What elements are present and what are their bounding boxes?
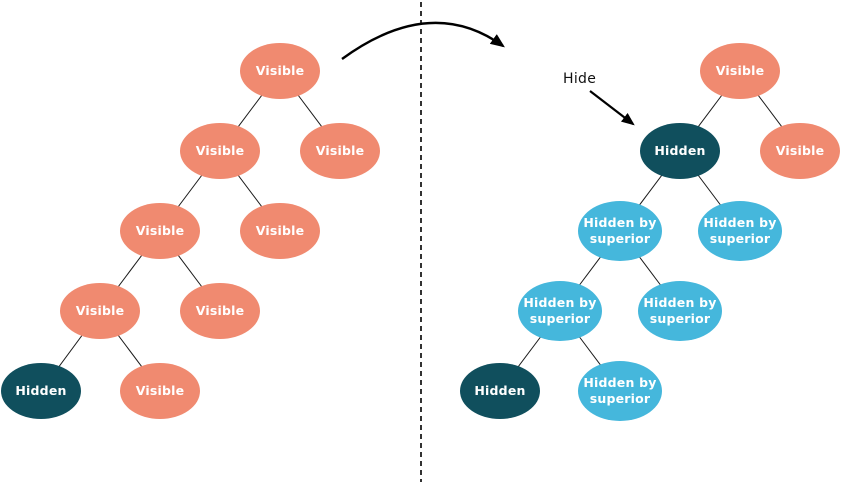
node-label-line: superior	[589, 391, 651, 406]
node-label-line: Hidden by	[583, 375, 657, 390]
node-hidden: Hidden	[460, 363, 540, 419]
node-label-line: Hidden	[474, 383, 526, 398]
node-label-line: Visible	[135, 383, 185, 398]
node-label-line: superior	[529, 311, 591, 326]
node-hidden: Hidden	[640, 123, 720, 179]
node-visible: Visible	[180, 123, 260, 179]
node-label-line: Hidden by	[703, 215, 777, 230]
transition-arrow	[341, 21, 505, 60]
node-visible: Visible	[760, 123, 840, 179]
node-label-line: Visible	[255, 223, 305, 238]
node-visible: Visible	[180, 283, 260, 339]
node-visible: Visible	[240, 43, 320, 99]
node-visible: Visible	[120, 363, 200, 419]
hide-label: Hide	[563, 71, 597, 87]
node-label-line: Visible	[195, 303, 245, 318]
node-label-line: superior	[709, 231, 771, 246]
node-visible: Visible	[120, 203, 200, 259]
node-label-line: Hidden	[15, 383, 67, 398]
node-label-line: Visible	[255, 63, 305, 78]
node-hidden: Hidden	[1, 363, 81, 419]
node-visible: Visible	[240, 203, 320, 259]
node-label-line: Visible	[315, 143, 365, 158]
node-label-line: Visible	[715, 63, 765, 78]
node-visible: Visible	[60, 283, 140, 339]
node-visible: Visible	[300, 123, 380, 179]
node-label-line: Visible	[135, 223, 185, 238]
node-visible: Visible	[700, 43, 780, 99]
node-label-line: superior	[649, 311, 711, 326]
node-label-line: Hidden by	[643, 295, 717, 310]
node-label-line: Hidden	[654, 143, 706, 158]
node-label-line: Visible	[195, 143, 245, 158]
node-label-line: superior	[589, 231, 651, 246]
node-label-line: Visible	[75, 303, 125, 318]
node-label-line: Hidden by	[523, 295, 597, 310]
node-label-line: Hidden by	[583, 215, 657, 230]
node-label-line: Visible	[775, 143, 825, 158]
hide-pointer-arrow	[589, 90, 635, 126]
